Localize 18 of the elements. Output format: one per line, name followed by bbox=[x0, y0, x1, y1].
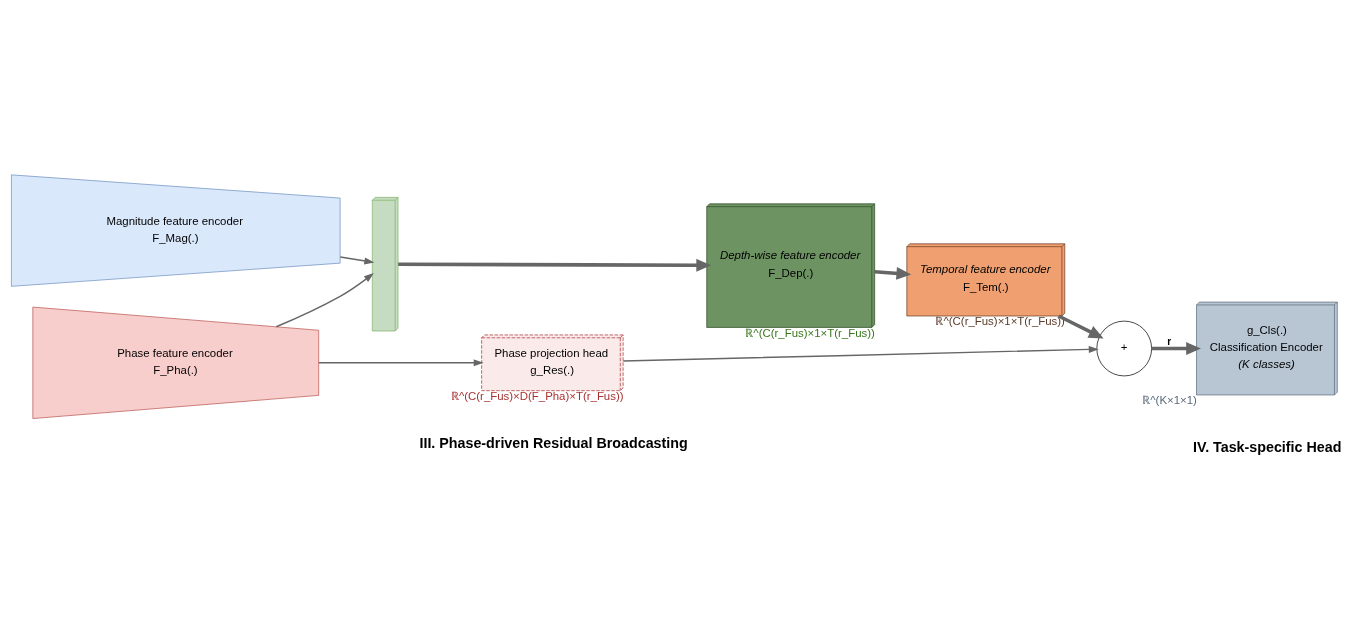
label: III. Phase-driven Residual Broadcasting bbox=[419, 434, 688, 451]
node-label: ℝ^(C(r_Fus)×1×T(r_Fus)) bbox=[745, 326, 875, 339]
node-circle: + bbox=[1096, 320, 1152, 376]
label: IV. Task-specific Head bbox=[1192, 438, 1342, 455]
arrow bbox=[398, 258, 712, 272]
arrow bbox=[339, 255, 375, 264]
node-label: ℝ^(C(r_Fus)×1×T(r_Fus)) bbox=[935, 314, 1065, 327]
arrow bbox=[1151, 341, 1201, 355]
arrow bbox=[874, 266, 912, 280]
edge-label: r bbox=[1167, 335, 1172, 347]
arrow bbox=[318, 358, 484, 366]
node-box: Phase feature encoder F_Pha(.) bbox=[32, 306, 320, 419]
arrow bbox=[275, 272, 374, 327]
node-box: Magnitude feature encoder F_Mag(.) bbox=[11, 174, 341, 287]
arrow bbox=[622, 345, 1099, 362]
node-label: ℝ^(K×1×1) bbox=[1142, 393, 1197, 406]
node-label: ℝ^(C(r_Fus)×D(F_Pha)×T(r_Fus)) bbox=[450, 389, 624, 402]
arrow bbox=[1057, 313, 1104, 339]
